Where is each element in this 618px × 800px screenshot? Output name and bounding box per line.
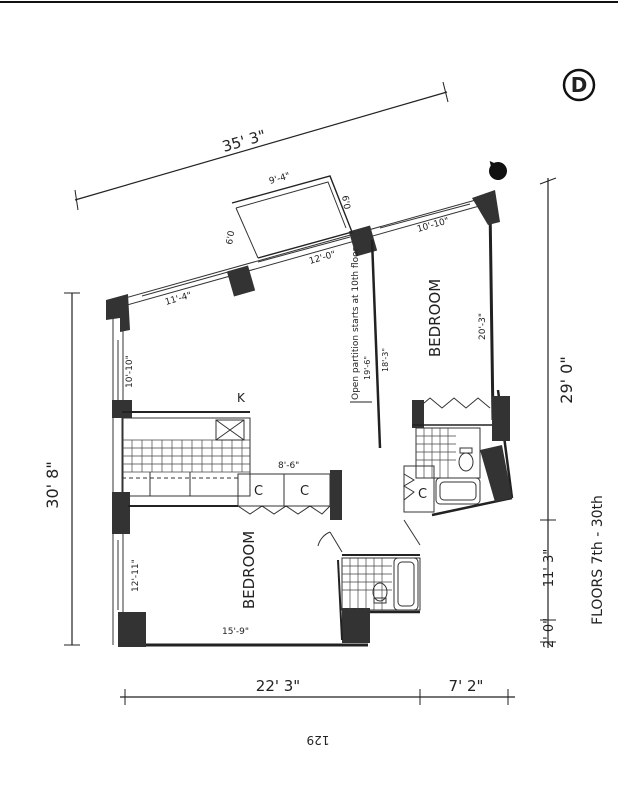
page-number: 129	[307, 733, 330, 747]
unit-letter: D	[571, 73, 588, 97]
bedroom-right-label: BEDROOM	[426, 279, 444, 357]
bedroom-left-width: 12'-11"	[131, 559, 141, 592]
dim-right-label: 29' 0"	[557, 356, 576, 403]
north-arrow-icon	[489, 161, 507, 180]
bathroom-right	[415, 427, 481, 505]
balcony-opening: 12'-0"	[308, 250, 337, 267]
bathtub-icon	[435, 477, 481, 505]
bathroom-left	[341, 557, 421, 611]
partition: Open partition starts at 10th floor 19'-…	[350, 239, 390, 449]
floors-label: FLOORS 7th - 30th	[590, 495, 606, 625]
kitchen	[121, 417, 251, 497]
balcony-depth-right: 6'0	[339, 195, 351, 211]
dim-bottom-a: 22' 3"	[256, 677, 300, 695]
toilet-icon-left	[372, 582, 388, 602]
closet-right: C	[403, 465, 435, 513]
balcony-width: 9'-4"	[268, 171, 291, 186]
bedroom-right-length: 20'-3"	[478, 313, 488, 340]
bedroom-left: BEDROOM 12'-11" 15'-9"	[131, 531, 258, 637]
living-side-window-dim: 10'-10"	[125, 355, 135, 388]
dim-left: 30' 8"	[43, 292, 80, 646]
dim-right-seg-a: 11' 3"	[542, 549, 557, 588]
tile-grid-left	[342, 558, 392, 610]
bedroom-left-label: BEDROOM	[240, 531, 258, 609]
dim-right: 29' 0" 11' 3" 2' 0"	[539, 177, 576, 648]
dim-bottom: 22' 3" 7' 2"	[120, 677, 515, 705]
bedroom-right: BEDROOM 10'-10" 20'-3"	[412, 216, 492, 426]
partition-dim-a: 19'-6"	[363, 356, 372, 380]
kitchen-tile-grid	[122, 439, 250, 473]
balcony-depth-left: 6'0	[225, 230, 237, 246]
dim-top: 35' 3"	[74, 81, 449, 211]
dim-right-seg-b: 2' 0"	[542, 618, 557, 648]
closet-c2: C	[300, 484, 309, 499]
closet-c1: C	[254, 484, 263, 499]
unit-letter-badge: D	[562, 68, 596, 102]
closet-c3: C	[418, 487, 427, 502]
tile-grid-right	[416, 428, 456, 478]
dim-bottom-b: 7' 2"	[449, 677, 484, 695]
closets-center: C C 8'-6"	[237, 461, 331, 515]
toilet-icon	[458, 452, 474, 472]
kitchen-label: K	[237, 391, 246, 405]
bedroom-left-length: 15'-9"	[222, 627, 249, 637]
partition-dim-b: 18'-3"	[381, 348, 390, 372]
closet-dim: 8'-6"	[278, 461, 299, 471]
partition-note: Open partition starts at 10th floor	[351, 247, 361, 400]
bathtub-icon-left	[393, 557, 419, 611]
columns	[106, 190, 512, 647]
windows	[117, 203, 471, 610]
dim-left-label: 30' 8"	[43, 461, 62, 508]
interior-walls	[122, 411, 421, 641]
